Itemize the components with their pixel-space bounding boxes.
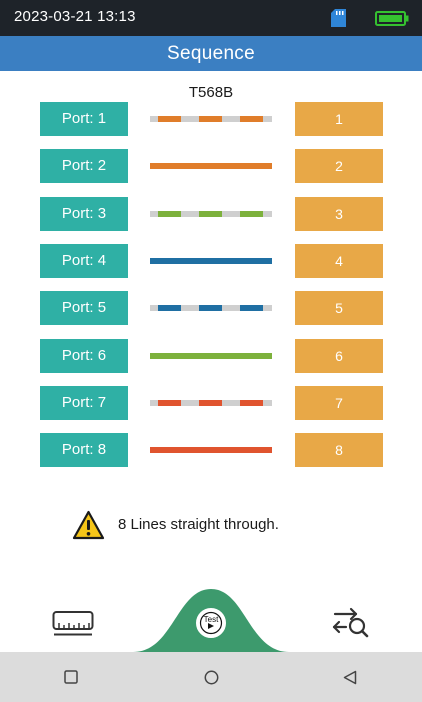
solid-wire [150, 257, 272, 264]
status-datetime: 2023-03-21 13:13 [14, 8, 136, 25]
search-cycle-icon[interactable] [332, 606, 370, 638]
status-bar: 2023-03-21 13:13 [0, 0, 422, 36]
pin-number: 3 [295, 196, 383, 231]
wire-row: Port: 5 5 [0, 291, 422, 326]
home-icon[interactable] [204, 670, 219, 685]
wire-row: Port: 2 2 [0, 149, 422, 184]
port-label: Port: 5 [40, 291, 128, 326]
pin-number: 1 [295, 102, 383, 136]
sd-card-icon [331, 9, 346, 27]
wire-row: Port: 3 3 [0, 196, 422, 231]
pin-number: 2 [295, 149, 383, 184]
port-label: Port: 8 [40, 433, 128, 468]
striped-wire [150, 305, 272, 312]
wire-row: Port: 8 8 [0, 433, 422, 468]
title-bar: Sequence [0, 36, 422, 71]
recent-apps-icon[interactable] [64, 670, 78, 684]
wire-row: Port: 4 4 [0, 243, 422, 278]
pin-number: 8 [295, 433, 383, 468]
port-label: Port: 7 [40, 385, 128, 420]
system-nav-bar [0, 652, 422, 702]
wire-row: Port: 1 1 [0, 102, 422, 136]
striped-wire [150, 116, 272, 122]
test-button-label: Test [203, 615, 219, 624]
ruler-icon[interactable] [52, 608, 94, 636]
warning-icon [72, 510, 105, 540]
striped-wire [150, 399, 272, 406]
bottom-toolbar: Test [0, 580, 422, 652]
port-label: Port: 3 [40, 196, 128, 231]
port-label: Port: 2 [40, 149, 128, 184]
back-icon[interactable] [343, 670, 357, 685]
pin-number: 5 [295, 291, 383, 326]
pin-number: 6 [295, 338, 383, 373]
pin-number: 7 [295, 385, 383, 420]
solid-wire [150, 447, 272, 454]
page-title: Sequence [167, 43, 255, 64]
port-label: Port: 6 [40, 338, 128, 373]
port-label: Port: 4 [40, 243, 128, 278]
solid-wire [150, 163, 272, 170]
wire-row: Port: 6 6 [0, 338, 422, 373]
port-label: Port: 1 [40, 102, 128, 136]
wire-row: Port: 7 7 [0, 385, 422, 420]
wiring-standard-label: T568B [188, 84, 234, 101]
pin-number: 4 [295, 243, 383, 278]
battery-icon [375, 11, 409, 26]
result-message: 8 Lines straight through. [118, 516, 279, 533]
solid-wire [150, 352, 272, 359]
striped-wire [150, 210, 272, 217]
